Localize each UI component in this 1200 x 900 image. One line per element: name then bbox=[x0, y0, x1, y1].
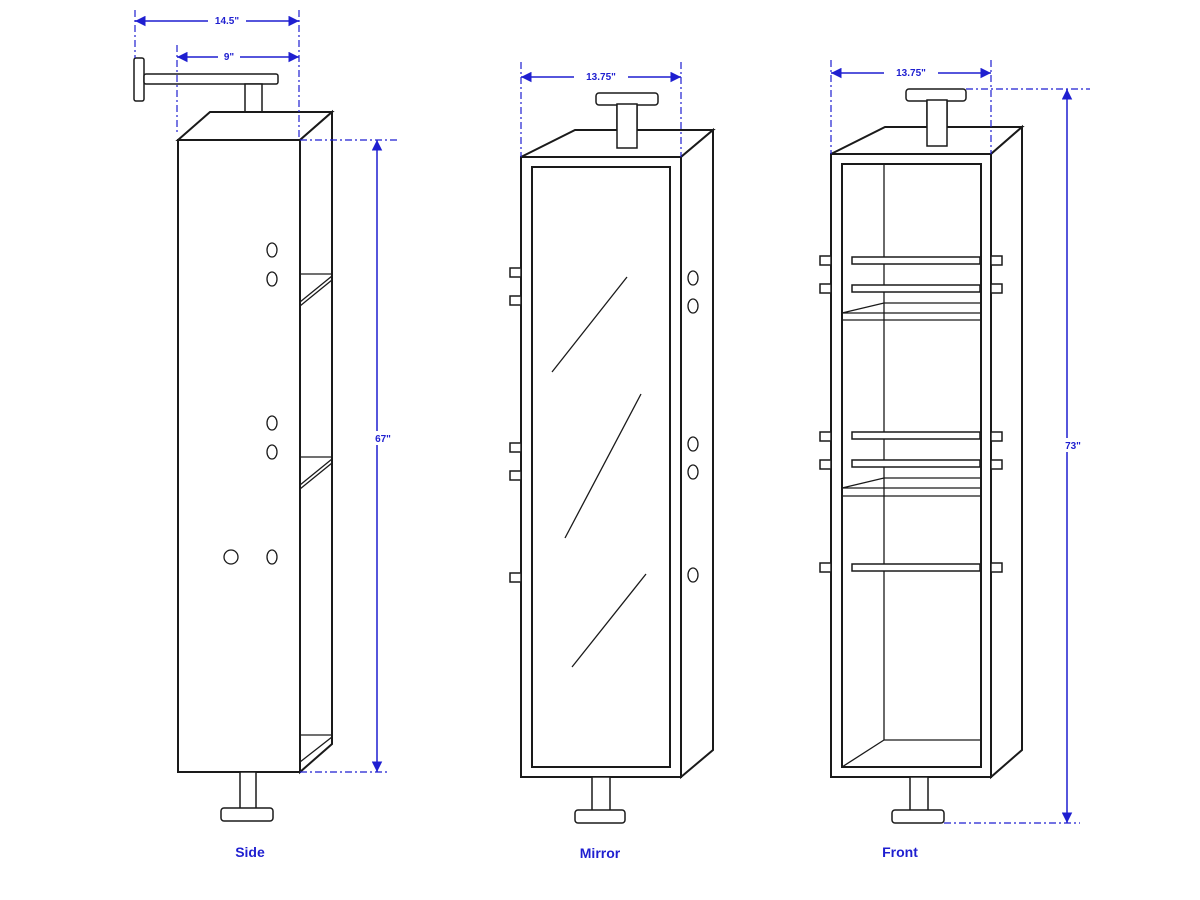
side-depth-bracket-label: 9" bbox=[224, 52, 235, 63]
mirror-dimensions: 13.75" bbox=[520, 62, 682, 157]
side-view-caption: Side bbox=[235, 844, 265, 860]
mirror-glass bbox=[531, 166, 671, 768]
side-mounting-holes bbox=[223, 242, 278, 565]
front-inner-opening bbox=[841, 163, 982, 768]
mirror-side-holes bbox=[687, 270, 699, 583]
front-dimensions: 13.75" 73" bbox=[830, 60, 1090, 824]
front-width-label: 13.75" bbox=[896, 68, 926, 79]
front-shelf-pins-left bbox=[819, 255, 832, 573]
mirror-hinge-tabs bbox=[509, 267, 522, 583]
side-floor-pivot bbox=[220, 771, 274, 822]
cabinet-height-label: 67" bbox=[375, 434, 391, 445]
side-depth-total-label: 14.5" bbox=[215, 16, 239, 27]
mirror-right-face bbox=[680, 127, 714, 780]
front-right-face bbox=[990, 124, 1023, 780]
front-floor-pivot bbox=[891, 776, 945, 824]
mirror-view-caption: Mirror bbox=[580, 845, 621, 861]
front-fixed-shelves bbox=[841, 302, 982, 497]
front-view bbox=[819, 88, 1025, 824]
mirror-glare-lines bbox=[551, 276, 647, 668]
side-panel bbox=[177, 139, 301, 773]
front-view-caption: Front bbox=[882, 844, 918, 860]
mirror-floor-pivot bbox=[574, 776, 626, 824]
front-shelf-pins-right bbox=[990, 255, 1003, 573]
mirror-frame bbox=[520, 156, 682, 778]
mirror-view bbox=[509, 92, 716, 824]
overall-height-label: 73" bbox=[1065, 441, 1081, 452]
front-glass-shelves bbox=[851, 256, 981, 572]
side-dimensions: 14.5" 9" 67" bbox=[134, 10, 400, 773]
side-shelves bbox=[299, 273, 333, 763]
side-right-face bbox=[299, 109, 333, 775]
side-view bbox=[133, 57, 335, 822]
mirror-width-label: 13.75" bbox=[586, 72, 616, 83]
